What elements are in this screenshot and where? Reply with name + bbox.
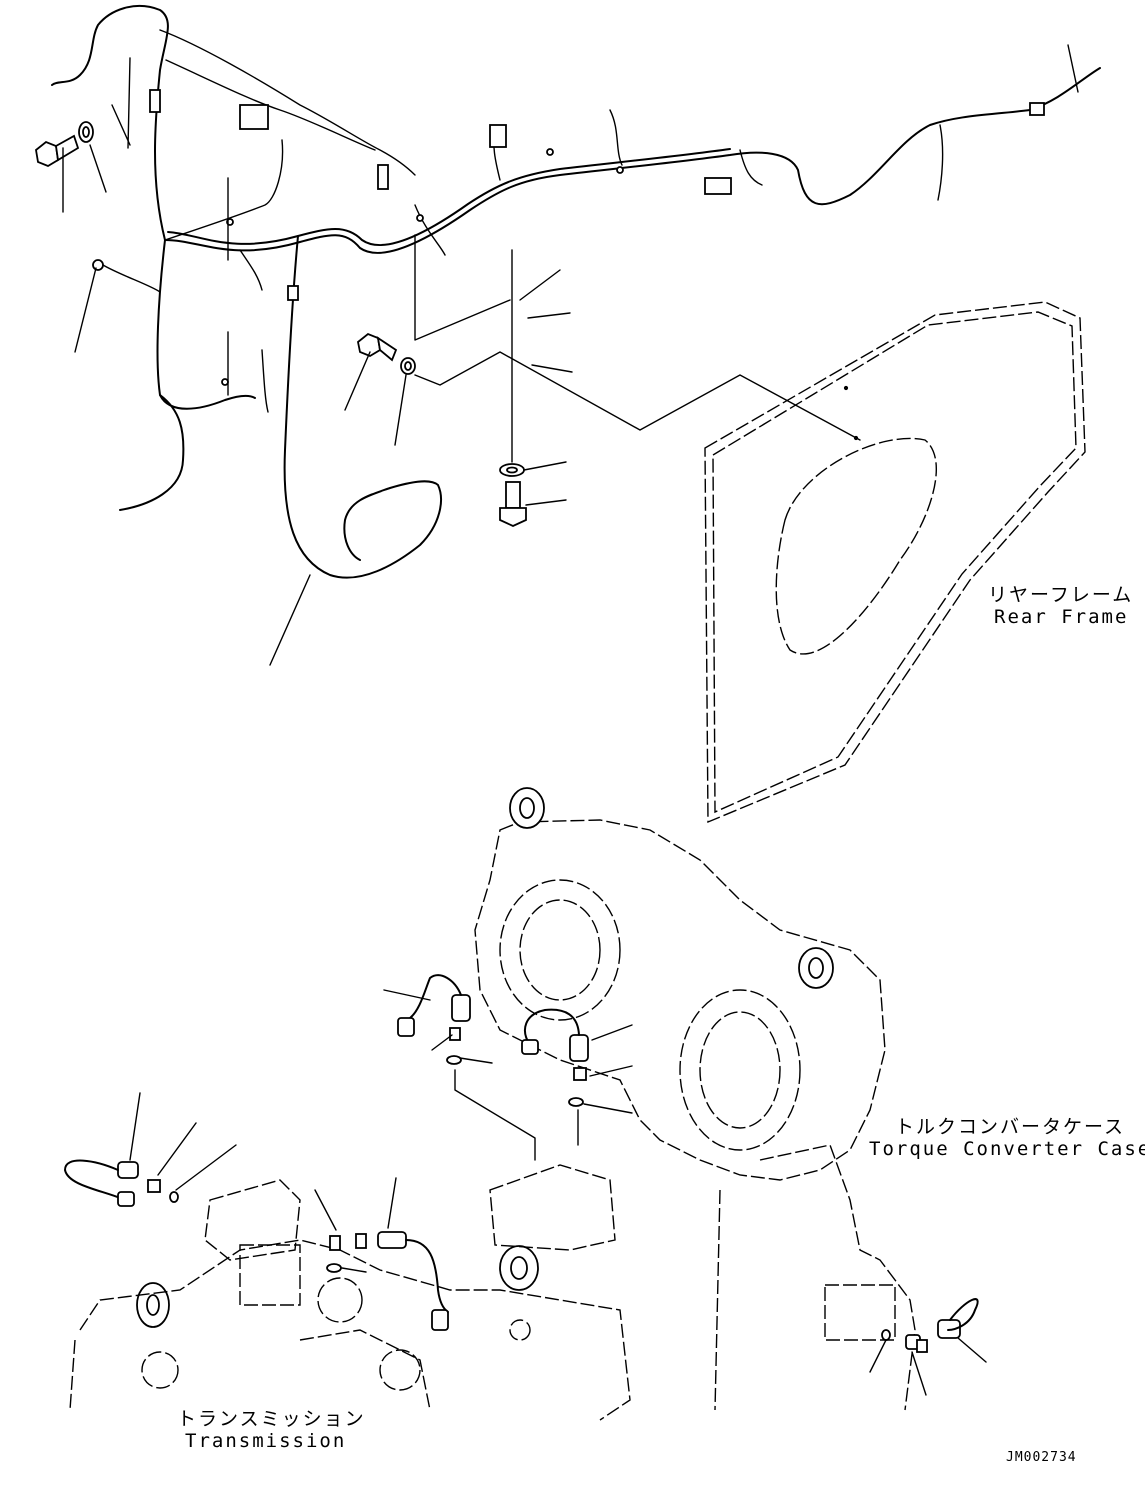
bolt-icon bbox=[499, 481, 527, 527]
sensor-icon bbox=[377, 1231, 449, 1331]
washer-icon bbox=[78, 121, 94, 143]
sensor-icon bbox=[64, 1159, 139, 1207]
washer-icon bbox=[400, 357, 416, 375]
transmission-body bbox=[69, 1164, 896, 1421]
o-ring-icon bbox=[169, 1055, 891, 1341]
lower-leader-lines bbox=[129, 989, 987, 1396]
sensor-icon bbox=[521, 1008, 589, 1062]
drawing-code: JM002734 bbox=[1006, 1450, 1077, 1465]
torque-converter-case bbox=[474, 819, 916, 1411]
connector-icon bbox=[147, 1027, 928, 1353]
washer-icon bbox=[499, 463, 525, 477]
torque-converter-label-en: Torque Converter Case bbox=[869, 1138, 1145, 1160]
rear-frame-label-en: Rear Frame bbox=[994, 606, 1129, 628]
bolt-icon bbox=[357, 332, 398, 362]
lifting-eye-icon bbox=[136, 787, 834, 1328]
sensor-icon bbox=[397, 974, 471, 1037]
wiring-harness bbox=[51, 5, 1101, 579]
transmission-label-jp: トランスミッション bbox=[177, 1408, 366, 1430]
leader-lines bbox=[62, 44, 1079, 666]
transmission-label-en: Transmission bbox=[185, 1430, 347, 1452]
bolt-icon bbox=[35, 134, 80, 168]
torque-converter-label-jp: トルクコンバータケース bbox=[895, 1116, 1126, 1138]
rear-frame-outline bbox=[704, 301, 1086, 824]
rear-frame-label-jp: リヤーフレーム bbox=[988, 584, 1134, 606]
